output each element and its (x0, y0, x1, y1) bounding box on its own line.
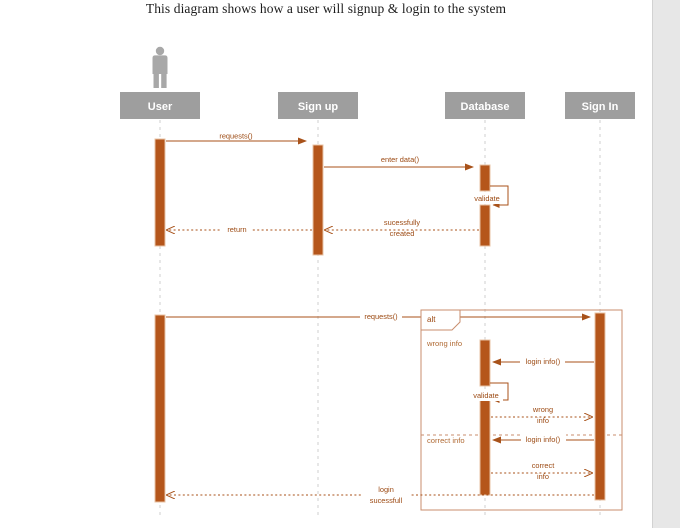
message-requests-signin: requests() (166, 311, 591, 322)
message-label-correct-info-1: correct (532, 461, 555, 470)
activation-database-login-a (479, 339, 491, 387)
message-enter-data: enter data() (324, 155, 474, 171)
message-requests-signup: requests() (166, 132, 307, 145)
message-label-sucessfully-created-2: created (390, 229, 415, 238)
message-label-correct-info-2: info (537, 472, 549, 481)
lifeline-header-signin-label: Sign In (582, 101, 619, 113)
message-label-enter-data: enter data() (381, 155, 419, 164)
message-return: return (167, 224, 312, 235)
alt-fragment-guard-2: correct info (427, 436, 465, 445)
message-correct-info: correct info (491, 461, 592, 481)
lifeline-header-user[interactable]: User (120, 92, 200, 119)
lifeline-header-database[interactable]: Database (445, 92, 525, 119)
lifeline-header-signup[interactable]: Sign up (278, 92, 358, 119)
alt-fragment-guard-1: wrong info (426, 339, 462, 348)
message-label-requests-signin: requests() (364, 312, 397, 321)
alt-fragment-tab (420, 309, 461, 331)
activation-user-signup (154, 138, 166, 247)
message-sucessfully-created: sucessfully created (325, 218, 479, 238)
message-validate-login: validate (469, 382, 509, 403)
message-login-sucessfull: login sucessfull (167, 484, 594, 506)
lifeline-header-signup-label: Sign up (298, 101, 339, 113)
activation-signup (312, 144, 324, 256)
activation-database-signup-a (479, 164, 491, 192)
message-login-info-2: login info() (492, 434, 594, 445)
message-label-sucessfully-created-1: sucessfully (384, 218, 420, 227)
message-label-wrong-info-1: wrong (532, 405, 553, 414)
message-label-login-info-1: login info() (526, 357, 561, 366)
message-validate-signup: validate (472, 185, 509, 208)
lifeline-header-database-label: Database (461, 101, 510, 113)
activation-database-signup-b (479, 204, 491, 247)
scrollbar-track[interactable] (652, 0, 680, 528)
message-label-login-info-2: login info() (526, 435, 561, 444)
page-title: This diagram shows how a user will signu… (145, 1, 507, 16)
alt-fragment: alt wrong info correct info (420, 309, 623, 511)
activation-signin (594, 312, 606, 501)
lifeline-header-signin[interactable]: Sign In (565, 92, 635, 119)
message-label-requests-signup: requests() (219, 132, 252, 141)
message-label-wrong-info-2: info (537, 416, 549, 425)
person-icon (152, 46, 168, 88)
activation-user-login (154, 314, 166, 503)
message-label-validate-signup: validate (474, 194, 499, 203)
activation-database-login-b (479, 399, 491, 496)
message-label-login-sucessfull-1: login (378, 485, 394, 494)
message-label-return: return (227, 225, 246, 234)
alt-fragment-operator: alt (427, 315, 436, 324)
message-wrong-info: wrong info (491, 405, 592, 425)
message-login-info-1: login info() (492, 356, 594, 367)
message-label-login-sucessfull-2: sucessfull (370, 496, 403, 505)
lifeline-header-user-label: User (148, 101, 173, 113)
message-label-validate-login: validate (473, 391, 498, 400)
